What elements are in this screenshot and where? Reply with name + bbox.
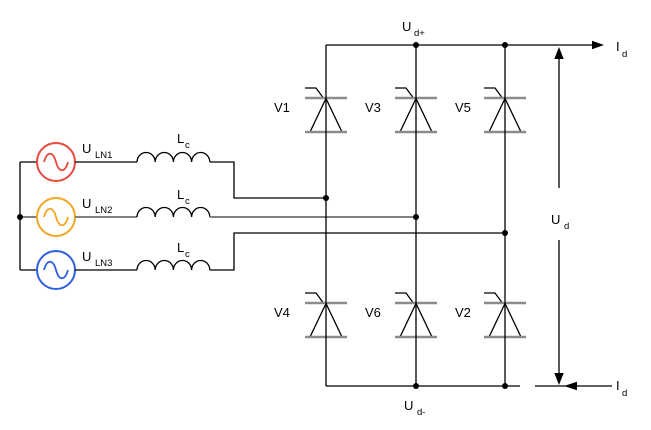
dc-voltage-label: U <box>551 212 560 227</box>
sine-wave-icon <box>43 207 69 227</box>
phase-routing <box>209 161 505 271</box>
phase3-bridge-wire <box>209 232 505 271</box>
gate-lead-icon <box>484 292 503 303</box>
inductor-group: L c L c L c <box>75 131 211 271</box>
gate-lead-icon <box>305 87 324 98</box>
dc-negative-label: U <box>404 398 413 413</box>
inductor-lc1-icon <box>136 151 211 163</box>
junction-dot-phase3 <box>502 230 508 236</box>
source-phase3: U LN3 <box>36 249 112 290</box>
current-arrow-left-icon <box>564 381 577 391</box>
junction-dot <box>413 383 419 389</box>
thyristor-v2-label: V2 <box>455 305 471 320</box>
thyristor-v5-label: V5 <box>455 100 471 115</box>
dc-current-top-label-sub: d <box>622 49 627 60</box>
source-phase2-label-sub: LN2 <box>95 205 112 216</box>
dc-voltage-label-sub: d <box>564 221 569 232</box>
source-phase2-label: U <box>82 196 91 211</box>
arrow-down-icon <box>554 373 564 385</box>
junction-dot <box>502 383 508 389</box>
dc-current-top-label: I <box>616 39 620 54</box>
inductor-lc1-label: L <box>177 131 184 146</box>
thyristor-v6-label: V6 <box>365 305 381 320</box>
dc-annotations: U d+ U d- I d U d I d <box>402 19 627 418</box>
inductor-lc2-label-sub: c <box>185 196 190 207</box>
arrow-up-icon <box>554 47 564 59</box>
dc-current-bottom-label-sub: d <box>622 388 627 399</box>
sine-wave-icon <box>43 260 69 280</box>
gate-lead-icon <box>395 87 414 98</box>
inductor-lc2-icon <box>136 206 211 218</box>
junction-dot-phase2 <box>413 214 419 220</box>
inductor-lc3-label-sub: c <box>185 249 190 260</box>
junction-dot <box>413 42 419 48</box>
current-arrow-right-icon <box>592 40 604 50</box>
dc-positive-label: U <box>402 19 411 34</box>
bridge-group: V1 V3 V5 V4 V6 V2 <box>274 40 604 389</box>
source-phase3-label-sub: LN3 <box>95 258 112 269</box>
gate-lead-icon <box>395 292 414 303</box>
thyristor-v1-label: V1 <box>274 100 290 115</box>
gate-lead-icon <box>305 292 324 303</box>
inductor-lc2-label: L <box>177 187 184 202</box>
ac-source-group: U LN1 U LN2 U LN3 <box>17 141 112 290</box>
thyristor-v4-label: V4 <box>274 305 290 320</box>
junction-dot-neutral <box>17 214 23 220</box>
dc-current-bottom-label: I <box>616 378 620 393</box>
source-phase3-label: U <box>82 249 91 264</box>
inductor-lc3-icon <box>136 259 211 271</box>
phase1-bridge-wire <box>209 161 326 199</box>
source-phase1-label-sub: LN1 <box>95 150 112 161</box>
dc-negative-label-sub: d- <box>417 407 425 418</box>
inductor-lc1-label-sub: c <box>185 140 190 151</box>
sine-wave-icon <box>43 152 69 172</box>
inductor-lc3-label: L <box>177 240 184 255</box>
source-phase1: U LN1 <box>36 141 112 182</box>
source-phase1-label: U <box>82 141 91 156</box>
gate-lead-icon <box>484 87 503 98</box>
dc-positive-label-sub: d+ <box>414 28 425 39</box>
junction-dot-phase1 <box>323 195 329 201</box>
thyristor-v3-label: V3 <box>365 100 381 115</box>
junction-dot <box>502 42 508 48</box>
